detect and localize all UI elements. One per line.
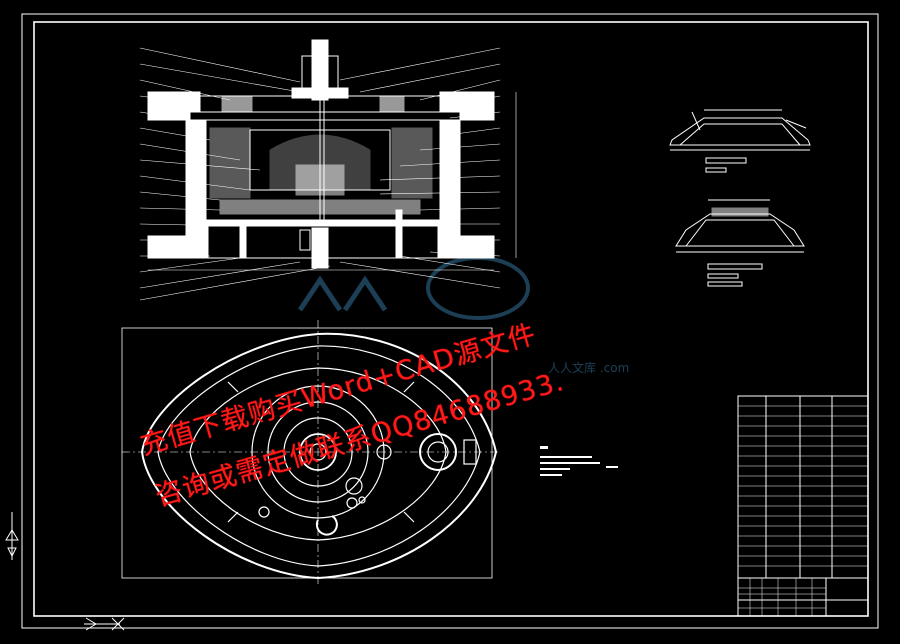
sheet-border (21, 13, 879, 629)
die-plan-view (121, 320, 500, 584)
technical-notes (540, 446, 618, 476)
part-profile-upper (669, 109, 811, 173)
part-profile-lower (675, 199, 805, 287)
site-logo: 人人文库 .com (297, 256, 629, 375)
logo-text: 人人文库 .com (548, 360, 629, 375)
ucs-axis-icon (5, 512, 125, 631)
title-block (737, 395, 869, 617)
assembly-section-view (139, 39, 517, 301)
